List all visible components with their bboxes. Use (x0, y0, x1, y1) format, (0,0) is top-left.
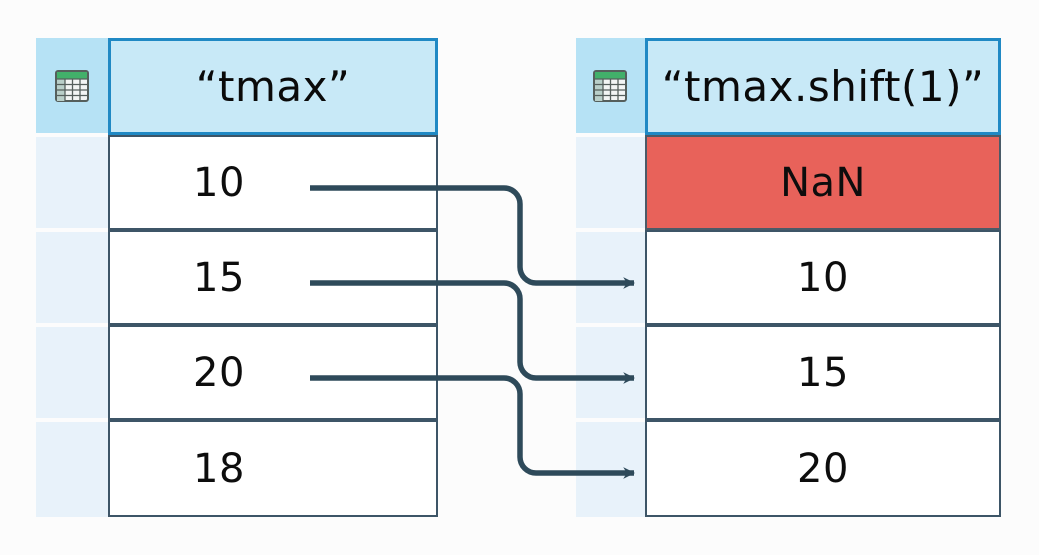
left-gutter-cell (36, 137, 108, 228)
right-table-cell-value: 10 (797, 254, 849, 301)
left-gutter-cell (36, 422, 108, 517)
right-gutter-cell (576, 137, 645, 228)
right-table-header-label: “tmax.shift(1)” (661, 62, 985, 111)
left-table-row: 15 (108, 230, 438, 325)
right-gutter-cell (576, 422, 645, 517)
right-table-row-nan: NaN (645, 135, 1001, 230)
left-table-row: 10 (108, 135, 438, 230)
right-table-cell-value: NaN (780, 159, 866, 206)
right-table-header: “tmax.shift(1)” (645, 38, 1001, 135)
left-table-cell-value: 20 (193, 349, 245, 396)
left-table-row: 18 (108, 420, 438, 517)
left-table-header-label: “tmax” (195, 62, 351, 111)
left-gutter-cell (36, 232, 108, 323)
right-gutter-cell (576, 232, 645, 323)
right-table-cell-value: 15 (797, 349, 849, 396)
right-table-cell-value: 20 (797, 445, 849, 492)
right-gutter-cell (576, 327, 645, 418)
right-table-row: 10 (645, 230, 1001, 325)
right-table-row: 15 (645, 325, 1001, 420)
left-table-header: “tmax” (108, 38, 438, 135)
left-table-cell-value: 10 (193, 159, 245, 206)
right-table-row: 20 (645, 420, 1001, 517)
left-table-cell-value: 15 (193, 254, 245, 301)
left-table-row: 20 (108, 325, 438, 420)
spreadsheet-icon (55, 70, 89, 102)
spreadsheet-icon (593, 70, 627, 102)
left-gutter-cell (36, 327, 108, 418)
left-table-cell-value: 18 (193, 445, 245, 492)
